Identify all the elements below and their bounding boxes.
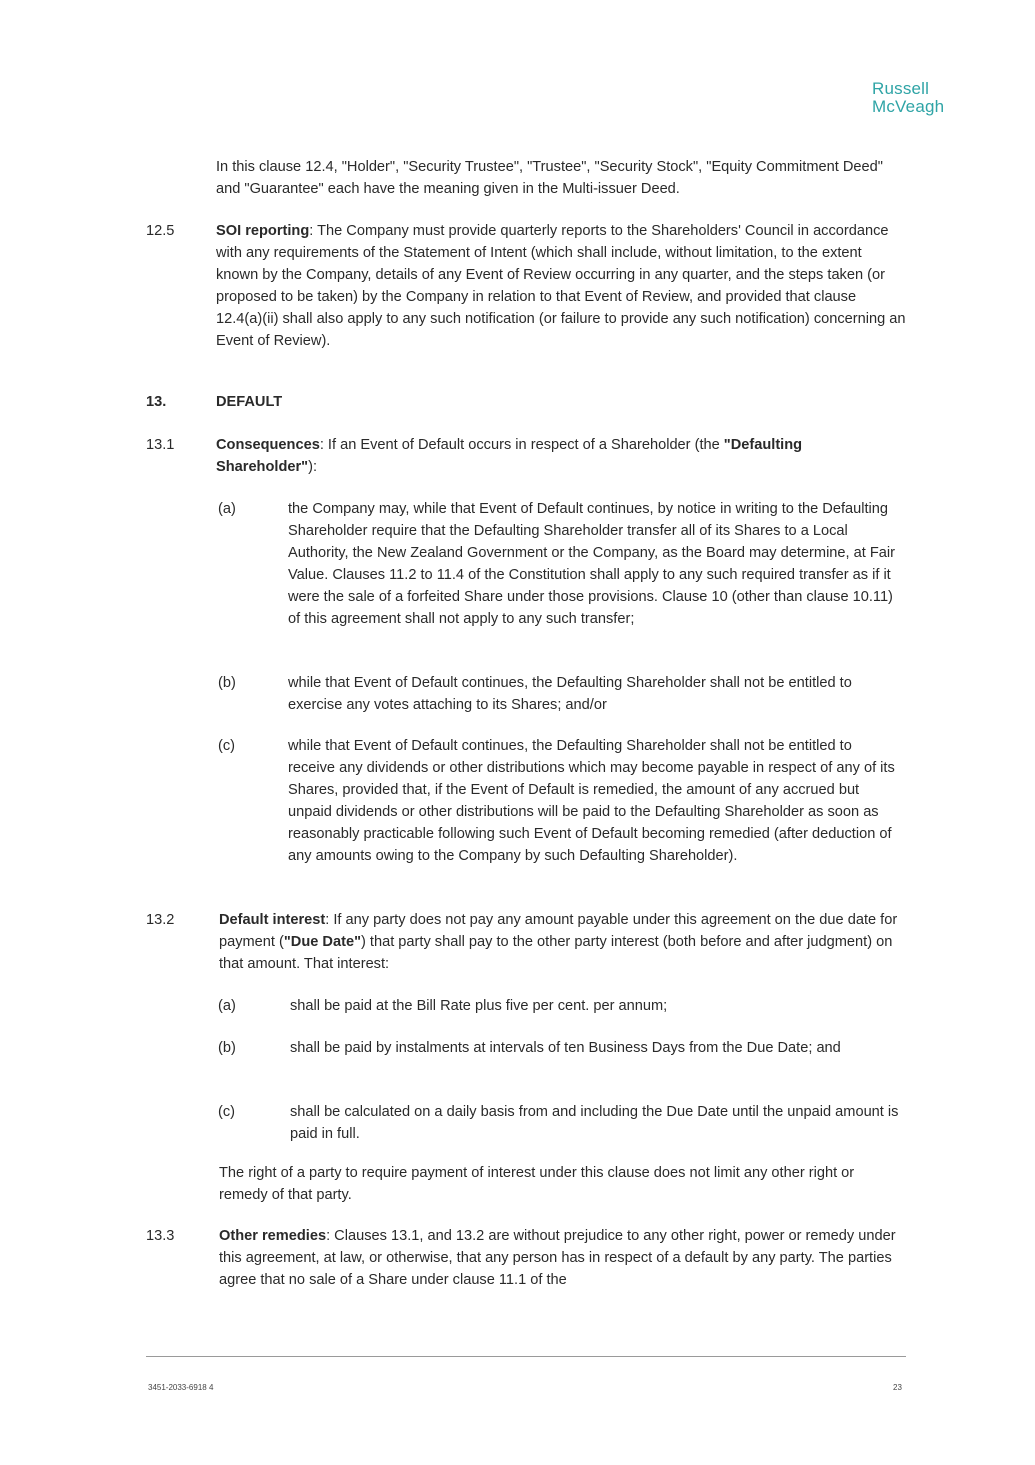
clause-13-2-item-c-text: shall be calculated on a daily basis fro… [290,1104,899,1142]
intro-paragraph: In this clause 12.4, "Holder", "Security… [216,159,883,197]
russell-mcveagh-logo: Russell McVeagh [872,80,944,116]
clause-13-3-body: Other remedies: Clauses 13.1, and 13.2 a… [219,1225,899,1291]
clause-13-1-text-a: : If an Event of Default occurs in respe… [319,437,724,453]
clause-13-2-title: Default interest [219,912,326,928]
clause-13-2-closing: The right of a party to require payment … [219,1165,855,1203]
clause-12-5-title: SOI reporting [216,223,310,239]
clause-13-1-item-c-label: (c) [218,738,236,754]
clause-13-1-item-b-text: while that Event of Default continues, t… [288,675,852,713]
section-heading-default: DEFAULT [216,394,283,410]
logo-line-1: Russell [872,79,930,98]
clause-13-3-text: : Clauses 13.1, and 13.2 are without pre… [219,1228,896,1288]
clause-number-12-5: 12.5 [146,223,175,239]
clause-13-2-item-b-text: shall be paid by instalments at interval… [290,1040,841,1056]
section-number-13: 13. [146,394,167,410]
clause-13-1-item-a-text: the Company may, while that Event of Def… [288,501,896,627]
clause-13-2-body: Default interest: If any party does not … [219,909,899,975]
clause-13-1-item-a-label: (a) [218,501,236,517]
clause-13-2-text-b: ) that party shall pay to the other part… [219,934,893,972]
clause-13-1-defined-term: "Defaulting Shareholder" [216,437,803,475]
clause-13-2-item-a-label: (a) [218,998,236,1014]
clause-13-2-defined-term: "Due Date" [283,934,361,950]
logo-line-2: McVeagh [872,97,945,116]
clause-13-2-item-b-label: (b) [218,1040,236,1056]
page-number: 23 [893,1383,902,1392]
clause-13-1-text-b: ): [308,459,317,475]
clause-12-5-body: SOI reporting: The Company must provide … [216,220,906,352]
clause-13-2-item-c-label: (c) [218,1104,236,1120]
footer-divider [146,1356,906,1357]
clause-13-3-title: Other remedies [219,1228,327,1244]
clause-12-5-text: : The Company must provide quarterly rep… [216,223,906,349]
clause-number-13-2: 13.2 [146,912,175,928]
document-reference: 3451-2033-6918 4 [148,1383,214,1392]
clause-13-1-item-c-text: while that Event of Default continues, t… [288,738,895,864]
clause-13-1-body: Consequences: If an Event of Default occ… [216,434,906,478]
clause-13-1-title: Consequences [216,437,320,453]
clause-13-2-item-a-text: shall be paid at the Bill Rate plus five… [290,998,668,1014]
clause-number-13-1: 13.1 [146,437,175,453]
clause-13-2-text-a: : If any party does not pay any amount p… [219,912,898,950]
clause-number-13-3: 13.3 [146,1228,175,1244]
clause-13-1-item-b-label: (b) [218,675,236,691]
